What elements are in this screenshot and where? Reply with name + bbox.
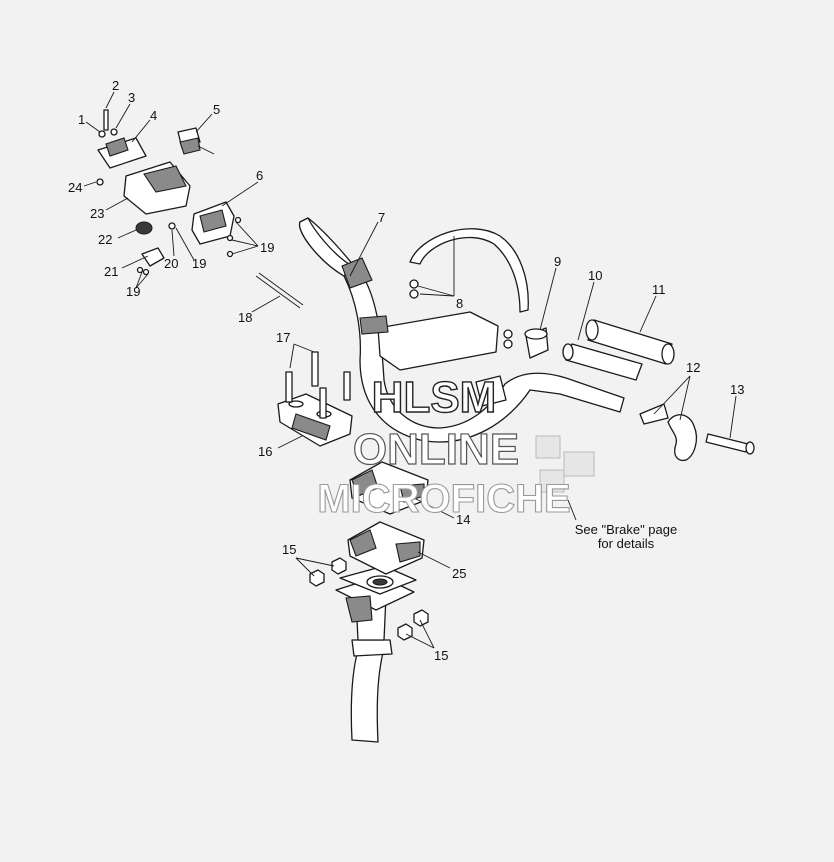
handlebar bbox=[299, 217, 625, 443]
grip-sleeve bbox=[562, 343, 643, 381]
throttle-housing bbox=[191, 201, 242, 258]
callout-7: 7 bbox=[378, 210, 385, 225]
callout-23: 23 bbox=[90, 206, 104, 221]
watermark: HLSM ONLINE MICROFICHE bbox=[317, 372, 595, 522]
nuts bbox=[309, 557, 429, 641]
callout-8: 8 bbox=[456, 296, 463, 311]
callout-2: 2 bbox=[112, 78, 119, 93]
clamp-bolts bbox=[285, 351, 351, 419]
hand-grip bbox=[585, 319, 675, 365]
riser-upper bbox=[349, 461, 429, 515]
callout-25: 25 bbox=[452, 566, 466, 581]
callout-19: 19 bbox=[260, 240, 274, 255]
switch-parts-small bbox=[96, 109, 176, 276]
callout-5: 5 bbox=[213, 102, 220, 117]
callout-11: 11 bbox=[652, 282, 666, 297]
callout-18: 18 bbox=[238, 310, 252, 325]
callout-19: 19 bbox=[192, 256, 206, 271]
kill-switch bbox=[177, 127, 215, 155]
cable-guard bbox=[409, 228, 529, 349]
switch-housing bbox=[97, 137, 191, 215]
watermark-line-2: ONLINE bbox=[353, 425, 519, 474]
note-line-2: for details bbox=[598, 536, 655, 551]
callout-15: 15 bbox=[434, 648, 448, 663]
callout-16: 16 bbox=[258, 444, 272, 459]
callout-6: 6 bbox=[256, 168, 263, 183]
watermark-logo-icon bbox=[535, 435, 595, 493]
callout-9: 9 bbox=[554, 254, 561, 269]
callout-22: 22 bbox=[98, 232, 112, 247]
callout-24: 24 bbox=[68, 180, 82, 195]
callout-14: 14 bbox=[456, 512, 470, 527]
brake-note: See "Brake" page for details bbox=[575, 522, 677, 551]
note-line-1: See "Brake" page bbox=[575, 522, 677, 537]
throttle-cable bbox=[255, 272, 304, 309]
riser-lower bbox=[347, 521, 425, 575]
callout-labels: 1 2 3 4 5 6 7 8 9 10 11 12 13 14 15 15 1… bbox=[68, 78, 744, 663]
callout-1: 1 bbox=[78, 112, 85, 127]
watermark-line-3: MICROFICHE bbox=[317, 477, 570, 521]
steering-column bbox=[335, 565, 417, 743]
lever-pin bbox=[705, 433, 755, 455]
callout-13: 13 bbox=[730, 382, 744, 397]
callout-17: 17 bbox=[276, 330, 290, 345]
handlebar-clamp bbox=[277, 393, 353, 447]
callout-20: 20 bbox=[164, 256, 178, 271]
watermark-line-1: HLSM bbox=[372, 373, 497, 422]
callout-12: 12 bbox=[686, 360, 700, 375]
callout-21: 21 bbox=[104, 264, 118, 279]
throttle-tube bbox=[524, 327, 549, 359]
leader-lines bbox=[83, 91, 737, 649]
callout-10: 10 bbox=[588, 268, 602, 283]
callout-15: 15 bbox=[282, 542, 296, 557]
callout-4: 4 bbox=[150, 108, 157, 123]
callout-3: 3 bbox=[128, 90, 135, 105]
callout-19: 19 bbox=[126, 284, 140, 299]
brake-lever bbox=[639, 403, 698, 462]
